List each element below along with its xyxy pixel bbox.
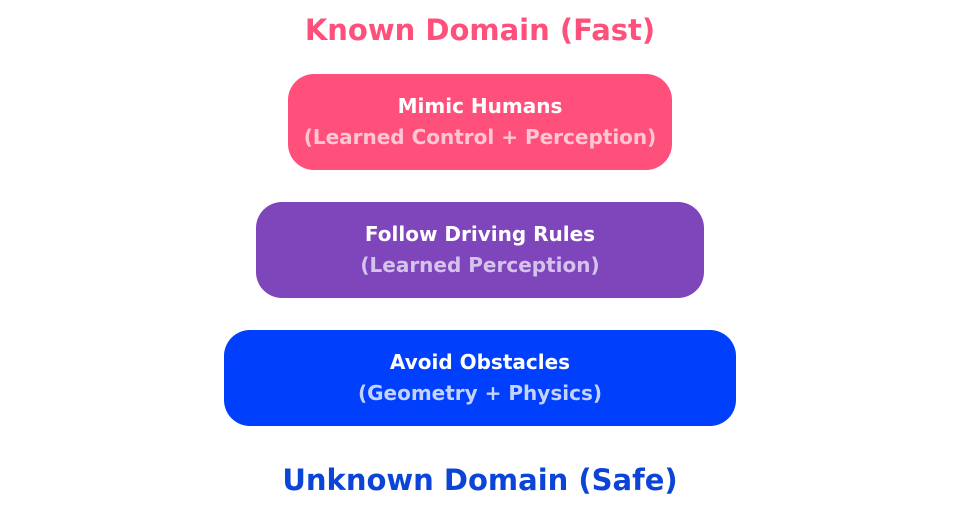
tier-mimic-humans: Mimic Humans (Learned Control + Percepti… xyxy=(288,74,672,170)
tier-follow-driving-rules: Follow Driving Rules (Learned Perception… xyxy=(256,202,704,298)
tier-title: Follow Driving Rules xyxy=(364,222,596,246)
tier-subtitle: (Learned Perception) xyxy=(360,253,600,277)
tier-subtitle: (Geometry + Physics) xyxy=(357,381,602,405)
unknown-domain-heading: Unknown Domain (Safe) xyxy=(282,463,678,497)
tier-title: Mimic Humans xyxy=(397,94,563,118)
tier-title: Avoid Obstacles xyxy=(389,350,571,374)
tier-subtitle: (Learned Control + Perception) xyxy=(303,125,657,149)
tier-avoid-obstacles: Avoid Obstacles (Geometry + Physics) xyxy=(224,330,736,426)
known-domain-heading: Known Domain (Fast) xyxy=(304,13,656,47)
